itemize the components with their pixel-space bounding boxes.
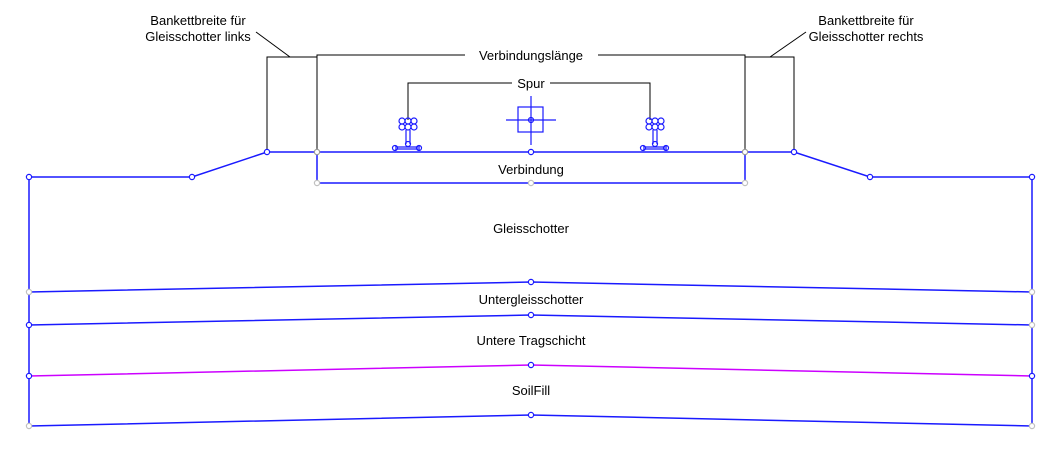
bankett-right-label-line2: Gleisschotter rechts: [809, 29, 924, 44]
rail-right-icon[interactable]: [639, 117, 670, 152]
bankett-left-dimension: [266, 56, 317, 152]
verbindungslaenge-dimension-right: [598, 54, 746, 152]
point-markers: [25, 148, 1036, 430]
bankett-right-label-line1: Bankettbreite für: [818, 13, 914, 28]
bankett-left-label-line1: Bankettbreite für: [150, 13, 246, 28]
untergleisschotter-label: Untergleisschotter: [479, 292, 584, 307]
bankett-left-label-line2: Gleisschotter links: [145, 29, 251, 44]
verbindungslaenge-dimension-left: [316, 54, 465, 152]
verbindungslaenge-label: Verbindungslänge: [479, 48, 583, 63]
bankett-right-dimension: [745, 56, 795, 152]
soilfill-label: SoilFill: [512, 383, 550, 398]
untere-tragschicht-label: Untere Tragschicht: [476, 333, 585, 348]
spur-dimension-right: [550, 82, 651, 120]
spur-dimension-left: [407, 82, 512, 120]
bankett-left-leader: [255, 31, 291, 58]
rail-left-icon[interactable]: [391, 117, 423, 152]
bankett-right-leader: [769, 31, 807, 58]
assembly-baseline-marker-icon[interactable]: [506, 96, 556, 145]
verbindung-label: Verbindung: [498, 162, 564, 177]
gleisschotter-label: Gleisschotter: [493, 221, 570, 236]
spur-label: Spur: [517, 76, 545, 91]
